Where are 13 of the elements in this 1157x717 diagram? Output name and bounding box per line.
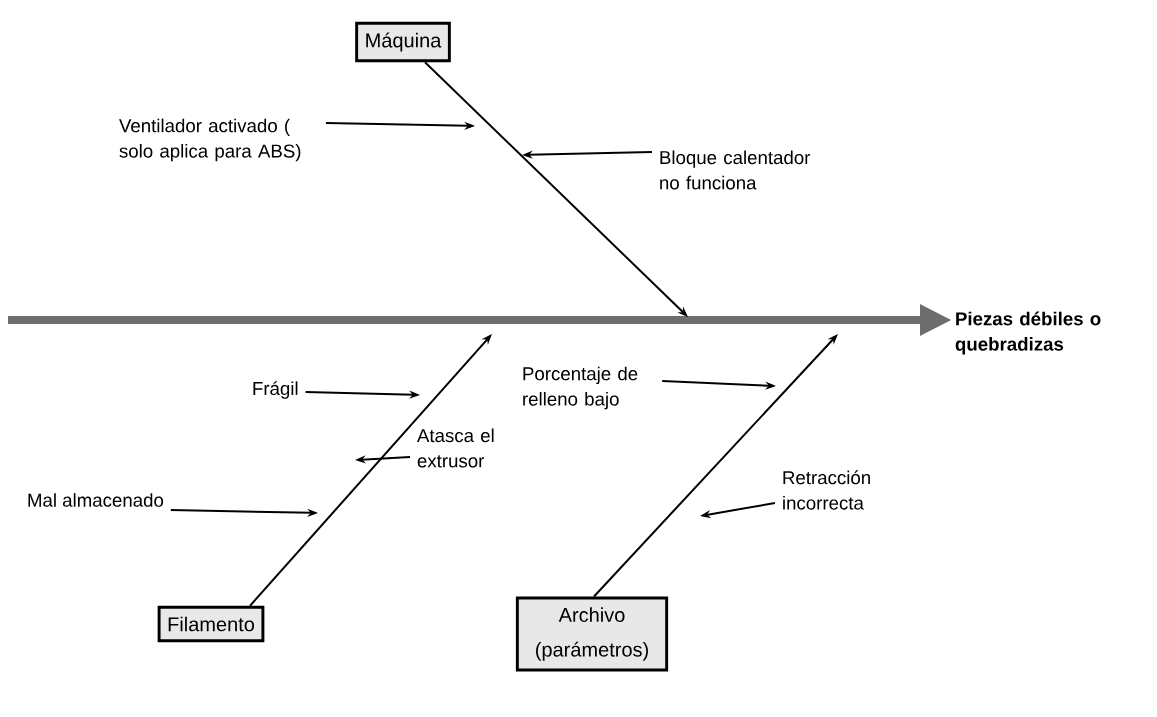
category-box: Filamento: [157, 605, 265, 643]
cause-label: Ventilador activado ( solo aplica para ABS): [119, 118, 301, 162]
category-box: Máquina: [355, 21, 451, 63]
bone-arrow: [424, 61, 688, 317]
effect-label: Piezas débiles o quebradizas: [955, 311, 1101, 355]
cause-label: Frágil: [253, 381, 298, 399]
bone-arrow: [593, 334, 838, 598]
cause-label: Mal almacenado: [28, 493, 164, 507]
category-box: Archivo (parámetros): [515, 596, 669, 672]
cause-label: Atasca el extrusor: [417, 428, 494, 468]
cause-label: Retracción incorrecta: [783, 470, 870, 510]
cause-label: Bloque calentador no funciona: [660, 150, 811, 190]
cause-label: Porcentaje de relleno bajo: [523, 366, 638, 410]
